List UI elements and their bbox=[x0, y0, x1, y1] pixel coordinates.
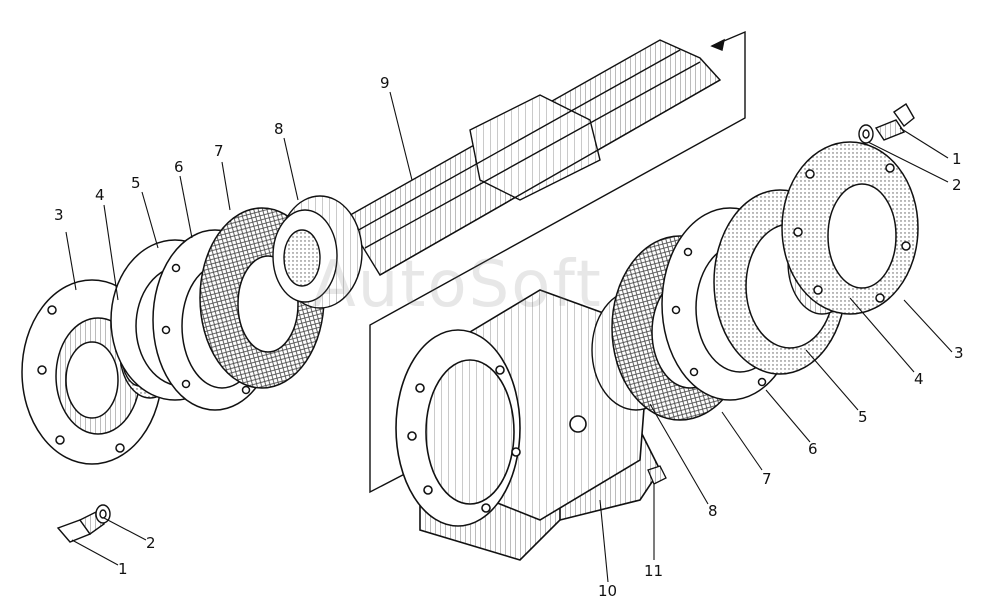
direction-bracket bbox=[369, 30, 746, 494]
label-left-1: 1 bbox=[118, 560, 128, 578]
label-left-5: 5 bbox=[131, 174, 141, 192]
label-fitting-11: 11 bbox=[644, 562, 664, 580]
label-shaft-9: 9 bbox=[380, 74, 390, 92]
washer-left bbox=[95, 504, 111, 524]
label-left-3: 3 bbox=[54, 206, 64, 224]
label-right-2: 2 bbox=[952, 176, 962, 194]
bearing-left bbox=[272, 195, 363, 309]
leader-lines bbox=[65, 91, 953, 583]
label-left-2: 2 bbox=[146, 534, 156, 552]
grease-fitting bbox=[647, 465, 667, 485]
watermark: AutoSoft bbox=[312, 248, 603, 322]
label-left-7: 7 bbox=[214, 142, 224, 160]
flange-right bbox=[781, 141, 919, 315]
label-right-6: 6 bbox=[808, 440, 818, 458]
label-right-7: 7 bbox=[762, 470, 772, 488]
label-right-1: 1 bbox=[952, 150, 962, 168]
label-left-6: 6 bbox=[174, 158, 184, 176]
label-right-8: 8 bbox=[708, 502, 718, 520]
label-right-5: 5 bbox=[858, 408, 868, 426]
washer-right bbox=[858, 124, 874, 144]
splined-shaft bbox=[344, 39, 722, 276]
label-right-3: 3 bbox=[954, 344, 964, 362]
label-left-4: 4 bbox=[95, 186, 105, 204]
label-housing-10: 10 bbox=[598, 582, 618, 600]
bolt-right bbox=[874, 103, 915, 141]
label-right-4: 4 bbox=[914, 370, 924, 388]
label-left-8: 8 bbox=[274, 120, 284, 138]
